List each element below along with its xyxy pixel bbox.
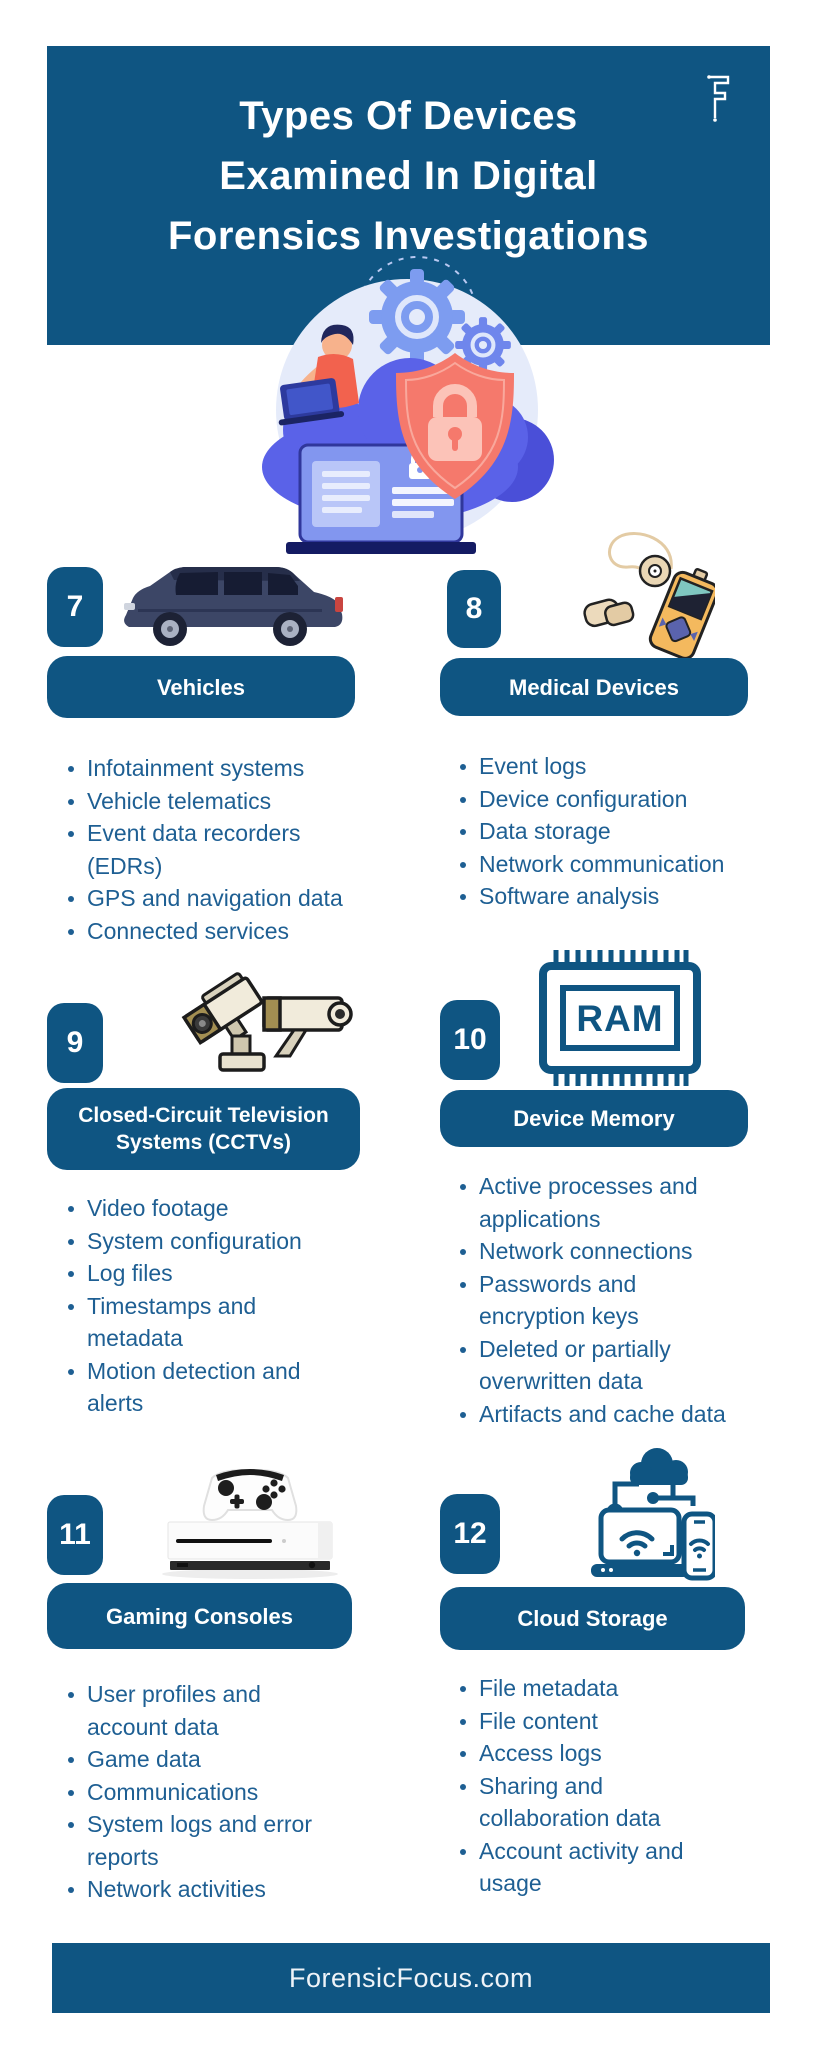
- section-title-cctv: Closed-Circuit Television Systems (CCTVs…: [47, 1088, 360, 1170]
- bullet-item: File metadata: [452, 1672, 782, 1705]
- bullet-item: Log files: [60, 1257, 390, 1290]
- bullet-item: Infotainment systems: [60, 752, 390, 785]
- section-title-cloud-storage: Cloud Storage: [440, 1587, 745, 1650]
- bullet-item: Artifacts and cache data: [452, 1398, 782, 1431]
- bullet-item: Game data: [60, 1743, 390, 1776]
- bullet-item: Motion detection and alerts: [60, 1355, 390, 1420]
- bullet-item: Software analysis: [452, 880, 782, 913]
- section-title-device-memory: Device Memory: [440, 1090, 748, 1147]
- shield-lock-icon: [396, 353, 514, 499]
- bullet-item: Network communication: [452, 848, 782, 881]
- bullet-item: Sharing and collaboration data: [452, 1770, 782, 1835]
- cloud-storage-icon: [591, 1448, 715, 1581]
- large-gear-icon: [369, 269, 465, 365]
- section-number-badge-8: 8: [447, 570, 501, 648]
- cctv-cameras-icon: [181, 972, 353, 1072]
- title-line-1: Types Of Devices: [239, 94, 578, 138]
- bullet-item: Active processes and applications: [452, 1170, 782, 1235]
- bullet-item: Access logs: [452, 1737, 782, 1770]
- bullet-item: User profiles and account data: [60, 1678, 390, 1743]
- bullet-item: Vehicle telematics: [60, 785, 390, 818]
- game-console-icon: [162, 1469, 338, 1579]
- bullet-item: Event data recorders (EDRs): [60, 817, 390, 882]
- bullet-item: System configuration: [60, 1225, 390, 1258]
- bullet-item: Data storage: [452, 815, 782, 848]
- page-title: Types Of Devices Examined In Digital For…: [47, 86, 770, 266]
- bullet-item: Communications: [60, 1776, 390, 1809]
- person-with-laptop: [278, 324, 359, 426]
- bullet-item: File content: [452, 1705, 782, 1738]
- bullet-item: Network activities: [60, 1873, 390, 1906]
- ram-chip-icon: RAM: [539, 950, 701, 1086]
- cyber-security-illustration: [262, 256, 554, 554]
- section-number-badge-7: 7: [47, 567, 103, 647]
- bullet-item: Video footage: [60, 1192, 390, 1225]
- bullet-item: GPS and navigation data: [60, 882, 390, 915]
- title-line-3: Forensics Investigations: [167, 214, 650, 258]
- section-number-badge-11: 11: [47, 1495, 103, 1575]
- bullet-item: Connected services: [60, 915, 390, 948]
- medical-monitor-device-icon: [583, 532, 715, 660]
- bullet-item: Event logs: [452, 750, 782, 783]
- bullet-item: System logs and error reports: [60, 1808, 390, 1873]
- section-number-badge-9: 9: [47, 1003, 103, 1083]
- bullet-item: Deleted or partially overwritten data: [452, 1333, 782, 1398]
- bullet-item: Timestamps and metadata: [60, 1290, 390, 1355]
- suv-car-icon: [124, 567, 343, 646]
- forensic-focus-f-logo-icon: [707, 75, 730, 122]
- title-line-2: Examined In Digital: [219, 154, 598, 198]
- ram-label: RAM: [576, 998, 663, 1039]
- footer-bar: ForensicFocus.com: [52, 1943, 770, 2013]
- section-number-badge-12: 12: [440, 1494, 500, 1574]
- bullet-item: Account activity and usage: [452, 1835, 782, 1900]
- section-title-medical-devices: Medical Devices: [440, 658, 748, 716]
- bullet-item: Passwords and encryption keys: [452, 1268, 782, 1333]
- section-title-vehicles: Vehicles: [47, 656, 355, 718]
- section-title-gaming-consoles: Gaming Consoles: [47, 1583, 352, 1649]
- bullet-item: Network connections: [452, 1235, 782, 1268]
- section-number-badge-10: 10: [440, 1000, 500, 1080]
- bullet-item: Device configuration: [452, 783, 782, 816]
- website-link[interactable]: ForensicFocus.com: [288, 1962, 534, 1993]
